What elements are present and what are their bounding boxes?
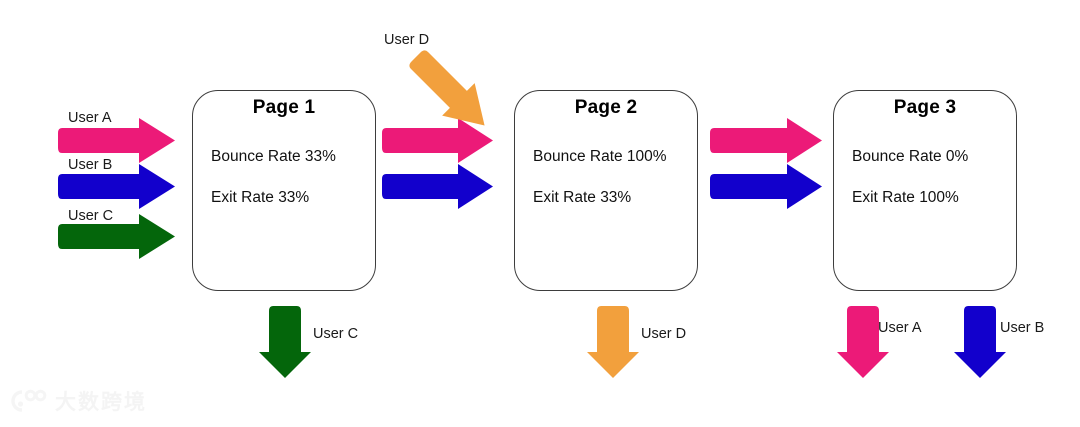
label-user-d-exit: User D	[641, 326, 687, 342]
label-user-d-entry: User D	[384, 32, 430, 48]
page-box-3[interactable]: Page 3 Bounce Rate 0% Exit Rate 100%	[833, 90, 1017, 291]
label-user-a-entry: User A	[68, 110, 112, 126]
page-1-exit-rate: Exit Rate 33%	[211, 189, 310, 206]
page-title-1: Page 1	[252, 97, 316, 118]
watermark: 大数跨境	[8, 386, 147, 416]
page-3-bounce-rate: Bounce Rate 0%	[852, 148, 969, 165]
arrow-user-b-exit	[954, 306, 1006, 378]
page-box-2[interactable]: Page 2 Bounce Rate 100% Exit Rate 33%	[514, 90, 698, 291]
arrow-user-a-page1-page2	[382, 118, 493, 163]
label-user-a-exit: User A	[878, 320, 922, 336]
page-3-exit-rate: Exit Rate 100%	[852, 189, 959, 206]
page-title-3: Page 3	[893, 97, 957, 118]
label-user-c-exit: User C	[313, 326, 359, 342]
page-2-bounce-rate: Bounce Rate 100%	[533, 148, 667, 165]
arrow-user-d-exit	[587, 306, 639, 378]
arrow-user-a-page2-page3	[710, 118, 822, 163]
label-user-c-entry: User C	[68, 208, 114, 224]
page-2-exit-rate: Exit Rate 33%	[533, 189, 632, 206]
circles-logo-icon	[11, 389, 47, 412]
label-user-b-exit: User B	[1000, 320, 1045, 336]
arrow-user-c-exit	[259, 306, 311, 378]
page-box-1[interactable]: Page 1 Bounce Rate 33% Exit Rate 33%	[192, 90, 376, 291]
page-title-2: Page 2	[574, 97, 638, 118]
arrow-user-b-page1-page2	[382, 164, 493, 209]
arrow-user-a-exit	[837, 306, 889, 378]
label-user-b-entry: User B	[68, 157, 113, 173]
watermark-text: 大数跨境	[55, 390, 147, 414]
page-1-bounce-rate: Bounce Rate 33%	[211, 148, 336, 165]
arrow-user-d-entry	[409, 50, 485, 126]
arrow-user-b-page2-page3	[710, 164, 822, 209]
